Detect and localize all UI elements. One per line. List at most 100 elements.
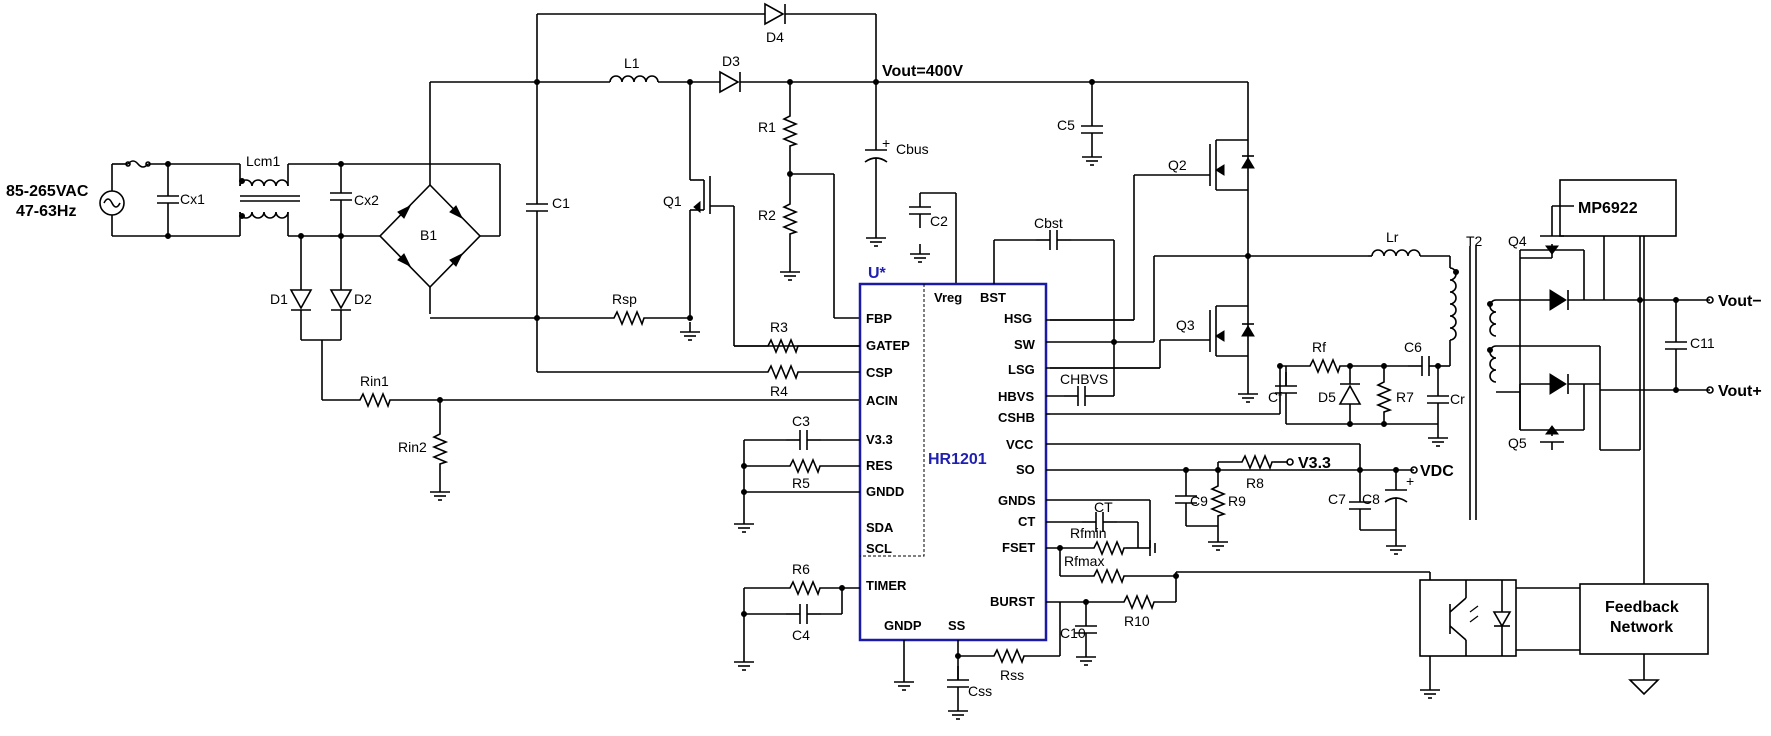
capacitor-c11 [1664, 327, 1688, 364]
pin-gnds: GNDS [998, 493, 1036, 508]
lcm1-label: Lcm1 [246, 153, 280, 169]
ic-part-number: HR1201 [928, 451, 987, 468]
rfmin-label: Rfmin [1070, 525, 1107, 541]
r4-label: R4 [770, 383, 788, 399]
pin-gndd: GNDD [866, 484, 904, 499]
c4-label: C4 [792, 627, 810, 643]
cbus-label: Cbus [896, 141, 929, 157]
lr-label: Lr [1386, 229, 1399, 245]
mosfet-q1 [689, 82, 764, 347]
vout-neg-label: Vout− [1718, 293, 1762, 310]
r3-label: R3 [770, 319, 788, 335]
c3-label: C3 [792, 413, 810, 429]
cr-label: Cr [1450, 391, 1465, 407]
r8-label: R8 [1246, 475, 1264, 491]
capacitor-cbus: + [864, 82, 890, 228]
rss-label: Rss [1000, 667, 1024, 683]
c8-label: C8 [1362, 491, 1380, 507]
input-voltage-label: 85-265VAC [6, 183, 89, 200]
q1-label: Q1 [663, 193, 682, 209]
r5-label: R5 [792, 475, 810, 491]
capacitor-c3 [785, 429, 822, 451]
c6-label: C6 [1404, 339, 1422, 355]
r7-label: R7 [1396, 389, 1414, 405]
optocoupler [1419, 579, 1517, 657]
rf-label: Rf [1312, 339, 1326, 355]
d4-label: D4 [766, 29, 784, 45]
resistor-r9 [1211, 481, 1225, 519]
capacitor-c4 [785, 603, 822, 625]
c5-label: C5 [1057, 117, 1075, 133]
vout-pos-label: Vout+ [1718, 383, 1762, 400]
svg-text:+: + [882, 135, 890, 151]
c2-label: C2 [930, 213, 948, 229]
resistor-rss [989, 649, 1027, 663]
r9-label: R9 [1228, 493, 1246, 509]
diodes-d1-d2 [289, 236, 356, 401]
resistor-r7 [1377, 377, 1391, 415]
pin-sda: SDA [866, 520, 894, 535]
d2-label: D2 [354, 291, 372, 307]
pin-vreg: Vreg [934, 290, 962, 305]
capacitor-c8: + [1384, 470, 1414, 530]
pin-res: RES [866, 458, 893, 473]
capacitor-cr [1426, 381, 1450, 418]
capacitor-c5 [1080, 111, 1104, 148]
diode-d4 [764, 2, 786, 26]
resistor-rin2 [433, 429, 447, 467]
capacitor-chbvs [1063, 385, 1100, 407]
pin-lsg: LSG [1008, 362, 1035, 377]
pin-csp: CSP [866, 365, 893, 380]
mp6922-block [1559, 179, 1677, 237]
r1-label: R1 [758, 119, 776, 135]
ct-label: CT [1094, 499, 1113, 515]
rsp-label: Rsp [612, 291, 637, 307]
q4-label: Q4 [1508, 233, 1527, 249]
resistor-rf [1305, 359, 1343, 373]
pin-burst: BURST [990, 594, 1035, 609]
cf-label: Cf [1268, 389, 1282, 405]
capacitor-css [946, 665, 970, 702]
resistor-r2 [783, 199, 797, 237]
capacitor-c1 [525, 189, 549, 226]
t2-label: T2 [1466, 233, 1483, 249]
input-fuse [112, 160, 240, 168]
svg-text:+: + [1406, 473, 1414, 489]
rin1-label: Rin1 [360, 373, 389, 389]
pin-ct: CT [1018, 514, 1035, 529]
q3-label: Q3 [1176, 317, 1195, 333]
ac-input-source [99, 164, 125, 236]
diode-d5 [1338, 366, 1362, 424]
pin-ss: SS [948, 618, 966, 633]
rfmax-label: Rfmax [1064, 553, 1104, 569]
pin-v33: V3.3 [866, 432, 893, 447]
resistor-rin1 [355, 393, 393, 407]
resistor-r1 [783, 111, 797, 149]
r10-label: R10 [1124, 613, 1150, 629]
mosfet-q2 [1134, 139, 1255, 256]
pin-sw: SW [1014, 337, 1036, 352]
b1-label: B1 [420, 227, 437, 243]
cbst-label: Cbst [1034, 215, 1063, 231]
input-frequency-label: 47-63Hz [16, 203, 76, 220]
capacitor-cx2 [330, 161, 352, 239]
chbvs-label: CHBVS [1060, 371, 1108, 387]
inductor-lr [1371, 249, 1421, 257]
pin-vcc: VCC [1006, 437, 1034, 452]
q2-label: Q2 [1168, 157, 1187, 173]
c11-label: C11 [1690, 335, 1715, 351]
cx1-label: Cx1 [180, 191, 205, 207]
c10-label: C10 [1060, 625, 1086, 641]
pin-acin: ACIN [866, 393, 898, 408]
l1-label: L1 [624, 55, 640, 71]
mosfet-q3 [1160, 256, 1255, 384]
mp6922-label: MP6922 [1578, 200, 1638, 217]
rin2-label: Rin2 [398, 439, 427, 455]
resistor-r10 [1119, 595, 1157, 609]
resistor-r6 [785, 581, 823, 595]
mosfet-q5 [1519, 384, 1601, 450]
mosfet-q4 [1519, 205, 1585, 300]
bridge-rectifier-b1 [341, 82, 501, 314]
vout-bus-label: Vout=400V [882, 63, 963, 80]
resistor-rsp [609, 311, 647, 325]
